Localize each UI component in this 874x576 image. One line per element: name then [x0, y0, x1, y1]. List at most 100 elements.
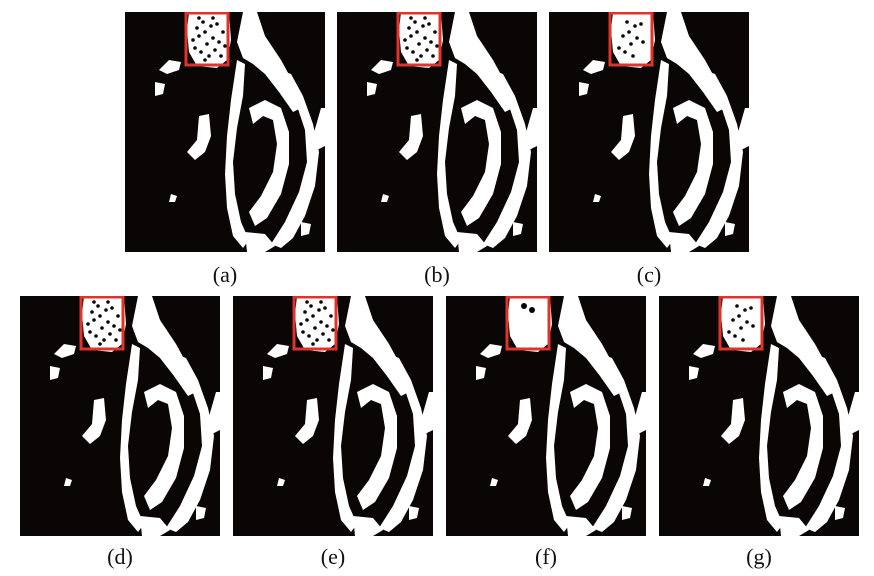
foreground-region: [295, 296, 339, 352]
lesion-speckle: [639, 22, 643, 26]
lesion-speckle: [311, 342, 315, 346]
lesion-speckle: [419, 54, 423, 58]
lesion-speckle: [203, 30, 207, 34]
lesion-speckle: [521, 303, 527, 309]
lesion-speckle: [319, 300, 323, 304]
foreground-region: [159, 60, 181, 74]
foreground-region: [245, 232, 275, 252]
foreground-region: [513, 222, 523, 236]
lesion-speckle: [731, 318, 735, 322]
foreground-region: [155, 82, 165, 96]
lesion-speckle: [114, 338, 118, 342]
lesion-speckle: [98, 314, 102, 318]
lesion-speckle: [301, 330, 305, 334]
lesion-speckle: [201, 20, 205, 24]
panel-d: [20, 296, 220, 536]
lesion-speckle: [317, 308, 321, 312]
lesion-speckle: [739, 326, 743, 330]
foreground-region: [169, 194, 177, 202]
caption-a: (a): [212, 262, 238, 287]
lesion-speckle: [305, 300, 309, 304]
foreground-region: [566, 516, 596, 536]
foreground-region: [721, 296, 765, 352]
lesion-speckle: [193, 46, 197, 50]
lesion-speckle: [743, 308, 747, 312]
panel-g: [659, 296, 859, 536]
foreground-region: [249, 100, 289, 226]
foreground-region: [271, 68, 319, 248]
lesion-speckle: [749, 306, 753, 310]
foreground-region: [476, 366, 486, 380]
foreground-region: [263, 366, 273, 380]
foreground-region: [237, 12, 301, 112]
lesion-speckle: [323, 306, 327, 310]
lesion-speckle: [197, 16, 201, 20]
lesion-speckle: [207, 54, 211, 58]
foreground-region: [490, 478, 498, 486]
lesion-speckle: [407, 26, 411, 30]
lesion-speckle: [529, 307, 535, 313]
lesion-speckle: [106, 300, 110, 304]
highlight-box: [718, 296, 764, 351]
foreground-region: [759, 344, 783, 532]
lesion-speckle: [305, 318, 309, 322]
foreground-region: [333, 344, 357, 532]
foreground-region: [371, 60, 393, 74]
lesion-speckle: [110, 306, 114, 310]
foreground-region: [611, 114, 635, 160]
foreground-region: [689, 366, 699, 380]
lesion-speckle: [641, 40, 645, 44]
foreground-region: [367, 82, 377, 96]
foreground-region: [187, 12, 231, 68]
foreground-region: [805, 352, 853, 532]
segmentation-image-a: [125, 12, 325, 252]
segmentation-image-e: [233, 296, 433, 536]
foreground-region: [144, 384, 184, 510]
foreground-region: [64, 478, 72, 486]
highlight-box: [608, 12, 654, 67]
foreground-region: [277, 478, 285, 486]
lesion-speckle: [213, 48, 217, 52]
foreground-region: [611, 12, 655, 68]
lesion-speckle: [112, 324, 116, 328]
foreground-region: [82, 296, 126, 352]
lesion-speckle: [625, 20, 629, 24]
foreground-region: [570, 384, 610, 510]
lesion-speckle: [303, 310, 307, 314]
lesion-speckle: [409, 16, 413, 20]
foreground-region: [357, 384, 397, 510]
foreground-region: [703, 478, 711, 486]
lesion-speckle: [425, 48, 429, 52]
foreground-region: [409, 506, 419, 520]
lesion-speckle: [86, 322, 90, 326]
lesion-speckle: [215, 22, 219, 26]
highlight-box: [184, 12, 230, 67]
lesion-speckle: [116, 314, 120, 318]
lesion-speckle: [307, 334, 311, 338]
lesion-speckle: [621, 34, 625, 38]
lesion-speckle: [635, 36, 639, 40]
lesion-speckle: [104, 308, 108, 312]
lesion-speckle: [633, 24, 637, 28]
foreground-region: [120, 344, 144, 532]
lesion-speckle: [311, 314, 315, 318]
lesion-speckle: [745, 320, 749, 324]
foreground-region: [508, 398, 532, 444]
caption-e: (e): [320, 544, 346, 569]
lesion-speckle: [313, 326, 317, 330]
foreground-region: [140, 516, 170, 536]
segmentation-image-g: [659, 296, 859, 536]
foreground-region: [132, 296, 196, 396]
lesion-speckle: [203, 58, 207, 62]
lesion-speckle: [429, 40, 433, 44]
lesion-speckle: [423, 36, 427, 40]
panel-b: [337, 12, 537, 252]
lesion-speckle: [431, 54, 435, 58]
lesion-speckle: [96, 304, 100, 308]
lesion-speckle: [211, 36, 215, 40]
lesion-speckle: [219, 54, 223, 58]
lesion-speckle: [737, 314, 741, 318]
segmentation-image-b: [337, 12, 537, 252]
lesion-speckle: [413, 20, 417, 24]
foreground-region: [225, 60, 249, 248]
